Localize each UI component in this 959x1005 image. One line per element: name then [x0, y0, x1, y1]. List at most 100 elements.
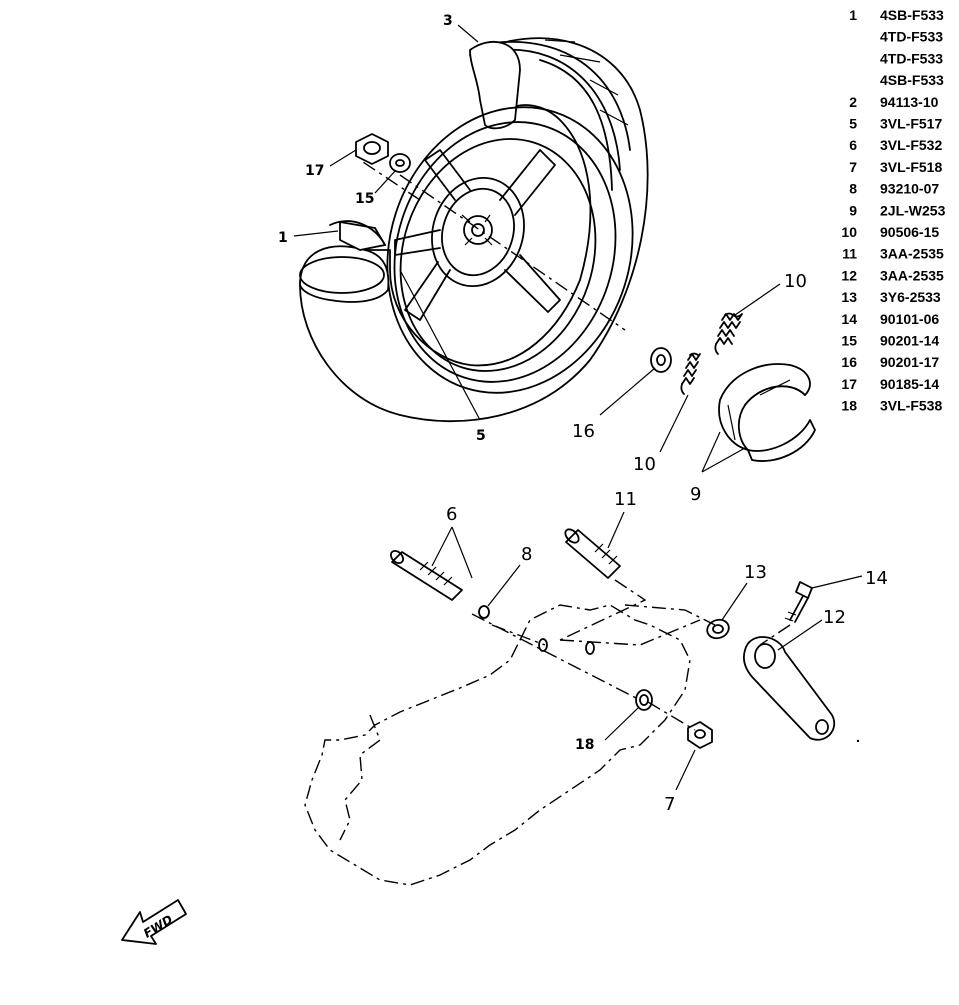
callout-12: 12: [823, 607, 846, 628]
dash-shaft11-b: [559, 579, 647, 641]
nut-7: [687, 721, 713, 749]
callout-15: 15: [355, 191, 374, 207]
callout-1: 1: [278, 230, 288, 246]
washer-16: [650, 347, 672, 373]
parts-list-code: 3VL-F518: [880, 159, 942, 175]
parts-list-row: 12 3AA-2535: [841, 267, 944, 283]
parts-list-row: 15 90201-14: [841, 333, 939, 349]
callout-13: 13: [744, 562, 767, 583]
callout-16: 16: [572, 421, 595, 442]
parts-list-number: 18: [841, 398, 857, 414]
axle-centerline: [399, 174, 626, 331]
parts-list-row: 4TD-F533: [880, 50, 943, 66]
parts-list-row: 7 3VL-F518: [849, 159, 942, 175]
washer-13: [706, 618, 730, 640]
spring-10-lower: [680, 352, 701, 395]
parts-list-number: 16: [841, 354, 857, 370]
parts-list-code: 3VL-F532: [880, 137, 942, 153]
dash-oring-line: [491, 624, 546, 646]
parts-list-code: 3VL-F517: [880, 116, 942, 132]
parts-list: 1 4SB-F533 4TD-F533 4TD-F533 4SB-F533 2 94113-…: [841, 7, 945, 414]
callout-5: 5: [476, 428, 486, 444]
parts-list-code: 3VL-F538: [880, 398, 942, 414]
callout-10-lower: 10: [633, 454, 656, 475]
parts-list-number: 11: [842, 246, 857, 262]
parts-list-row: 17 90185-14: [841, 376, 939, 392]
callout-9: 9: [690, 484, 701, 505]
parts-list-row: 13 3Y6-2533: [841, 289, 941, 305]
parts-list-row: 18 3VL-F538: [841, 398, 942, 414]
parts-list-number: 17: [841, 376, 857, 392]
parts-list-number: 12: [841, 267, 857, 283]
parts-list-code: 2JL-W253: [880, 202, 946, 218]
parts-list-number: 1: [849, 7, 857, 23]
washer-15: [389, 153, 411, 173]
parts-list-code: 90506-15: [880, 224, 939, 240]
hole-a: [538, 638, 548, 652]
callout-10-upper: 10: [784, 271, 807, 292]
callout-7: 7: [664, 794, 675, 815]
parts-list-number: 15: [841, 333, 857, 349]
parts-list-code: 93210-07: [880, 181, 939, 197]
parts-list-row: 4TD-F533: [880, 29, 943, 45]
parts-list-row: 11 3AA-2535: [842, 246, 944, 262]
nut-centerline: [359, 159, 421, 201]
parts-list-row: 2 94113-10: [849, 94, 938, 110]
brake-arm-12: [742, 636, 835, 741]
transmission-case-phantom: [304, 604, 691, 886]
hole-b: [585, 641, 595, 655]
parts-list-row: 5 3VL-F517: [849, 116, 942, 132]
parts-list-code: 4SB-F533: [880, 72, 944, 88]
rear-wheel-assembly: [299, 37, 649, 423]
dash-to-washer13: [624, 604, 716, 626]
parts-list-row: 9 2JL-W253: [849, 202, 945, 218]
callout-17: 17: [305, 163, 324, 179]
parts-list-row: 4SB-F533: [880, 72, 944, 88]
dash-bolt14-line: [759, 624, 791, 646]
bolt-14: [784, 581, 813, 623]
stray-mark: [856, 739, 860, 743]
parts-list-number: 7: [849, 159, 857, 175]
parts-list-number: 9: [849, 202, 857, 218]
parts-list-row: 10 90506-15: [841, 224, 939, 240]
callout-8: 8: [521, 544, 532, 565]
parts-list-number: 13: [841, 289, 857, 305]
parts-list-row: 14 90101-06: [841, 311, 939, 327]
parts-list-row: 16 90201-17: [841, 354, 939, 370]
callout-3: 3: [443, 13, 453, 29]
parts-list-row: 8 93210-07: [849, 181, 939, 197]
parts-list-number: 6: [849, 137, 857, 153]
fwd-arrow-icon: FWD: [121, 899, 187, 945]
parts-list-number: 10: [841, 224, 857, 240]
dash-to-nut7: [647, 701, 696, 731]
parts-list-code: 90201-17: [880, 354, 939, 370]
parts-list-number: 5: [849, 116, 857, 132]
callout-18: 18: [575, 737, 594, 753]
parts-list-code: 3Y6-2533: [880, 289, 941, 305]
parts-list-code: 90101-06: [880, 311, 939, 327]
parts-list-code: 3AA-2535: [880, 267, 944, 283]
parts-list-row: 6 3VL-F532: [849, 137, 942, 153]
parts-list-code: 94113-10: [880, 94, 939, 110]
parts-list-number: 2: [849, 94, 857, 110]
axle-nut-17: [355, 133, 389, 165]
parts-list-code: 4TD-F533: [880, 50, 943, 66]
dash-shaft11-line: [559, 619, 701, 646]
shaft-11: [564, 528, 621, 579]
spring-10-upper: [714, 312, 743, 355]
seal-18: [635, 689, 653, 711]
parts-list-code: 4TD-F533: [880, 29, 943, 45]
parts-list-code: 3AA-2535: [880, 246, 944, 262]
parts-list-number: 14: [841, 311, 857, 327]
parts-list-row: 1 4SB-F533: [849, 7, 944, 23]
parts-list-code: 90201-14: [880, 333, 939, 349]
parts-list-code: 4SB-F533: [880, 7, 944, 23]
parts-list-code: 90185-14: [880, 376, 939, 392]
callout-14: 14: [865, 568, 888, 589]
callout-11: 11: [614, 489, 637, 510]
o-ring-8: [478, 605, 490, 619]
shaft-6: [390, 550, 463, 601]
parts-list-number: 8: [849, 181, 857, 197]
callout-6: 6: [446, 504, 457, 525]
